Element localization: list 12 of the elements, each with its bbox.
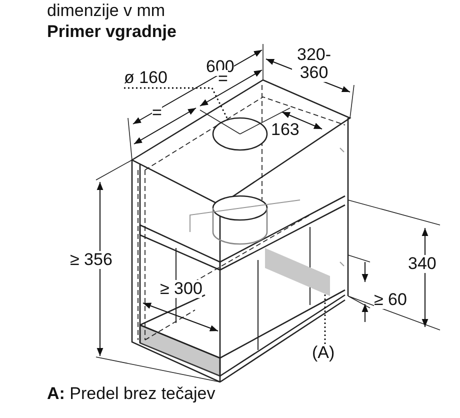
dimension-label: ≥ 300 (160, 280, 202, 298)
leader-line (124, 87, 229, 120)
title: Primer vgradnje (47, 23, 176, 41)
leader-line (324, 294, 326, 344)
dimension-label: ≥ 356 (70, 251, 112, 269)
callout-label: (A) (312, 344, 335, 362)
duct-opening (212, 117, 268, 151)
caption: A: Predel brez tečajev (47, 385, 216, 403)
hinge-free-zone (265, 248, 330, 296)
dimension-label: ≥ 60 (374, 291, 407, 309)
dimension-label: 340 (408, 255, 436, 273)
units-note: dimenzije v mm (47, 2, 166, 20)
